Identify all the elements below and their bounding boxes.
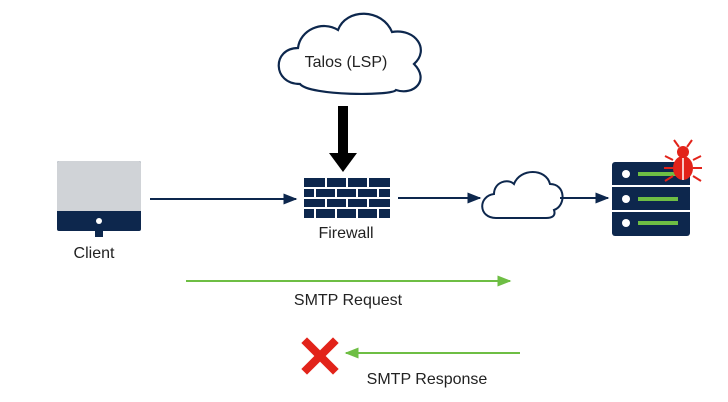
talos-to-firewall-arrow bbox=[329, 106, 357, 172]
firewall-brick-icon bbox=[304, 178, 390, 218]
client-label: Client bbox=[73, 245, 115, 262]
talos-label: Talos (LSP) bbox=[304, 54, 388, 71]
smtp-response-label: SMTP Response bbox=[366, 371, 488, 388]
server-rack-icon bbox=[612, 162, 690, 236]
firewall-label: Firewall bbox=[318, 225, 374, 242]
talos-cloud-icon bbox=[277, 12, 422, 95]
internet-cloud-icon bbox=[481, 171, 564, 219]
blocked-x-icon bbox=[301, 337, 339, 375]
smtp-request-label: SMTP Request bbox=[293, 292, 403, 309]
malware-bug-icon bbox=[664, 139, 702, 182]
client-monitor-icon bbox=[57, 161, 141, 237]
